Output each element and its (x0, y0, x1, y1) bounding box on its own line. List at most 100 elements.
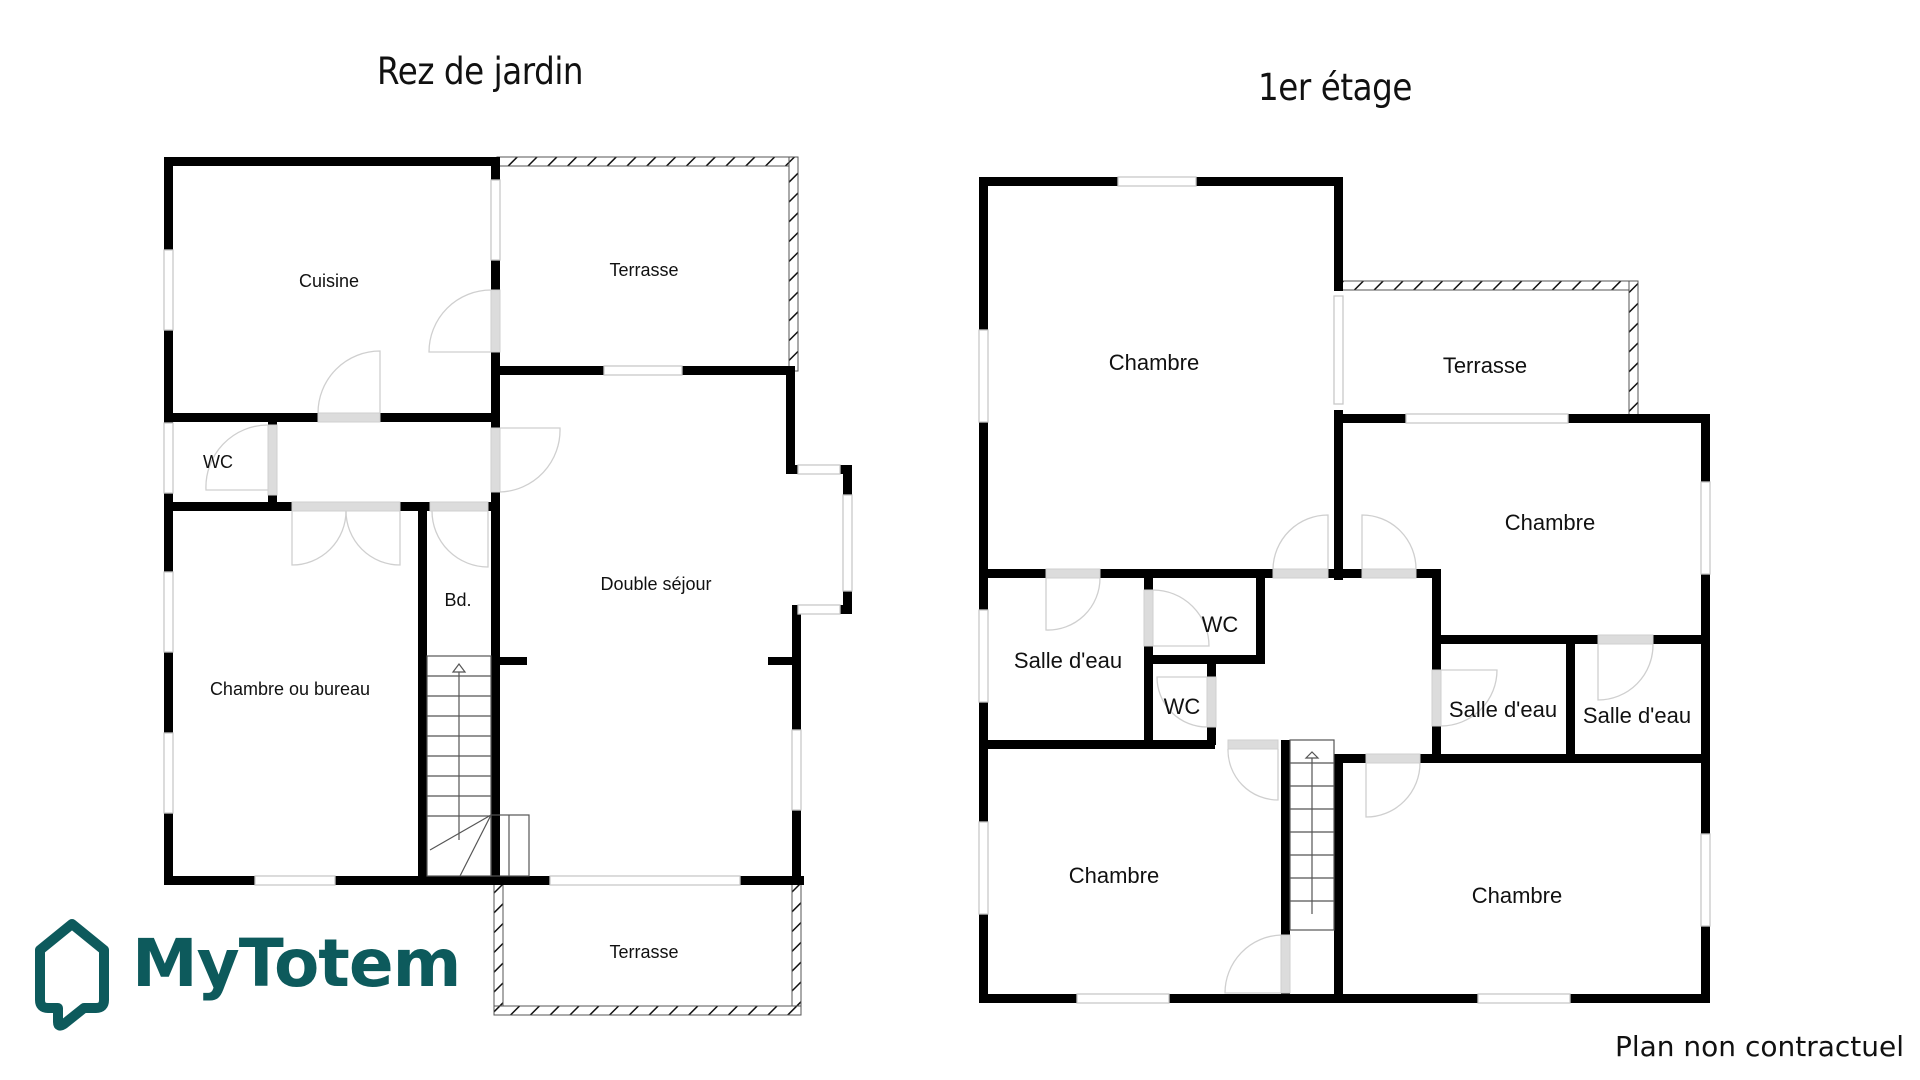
door (1045, 568, 1101, 579)
door-swing (1597, 643, 1654, 701)
door-swing (1045, 577, 1101, 631)
door (1272, 568, 1329, 579)
wall (164, 157, 173, 885)
door (1206, 676, 1217, 728)
door (1361, 568, 1417, 579)
room-label-chambre-nw: Chambre (1109, 350, 1199, 375)
ground-floor-title: Rez de jardin (377, 50, 584, 93)
room-label-chambre-se: Chambre (1472, 883, 1562, 908)
wall (979, 740, 1215, 749)
terrace-railing (496, 156, 796, 167)
door-swing (1156, 676, 1208, 728)
wall (979, 569, 1441, 578)
window (1117, 176, 1197, 187)
first-floor-title: 1er étage (1258, 66, 1412, 109)
window (1477, 993, 1571, 1004)
window (978, 821, 989, 915)
wall (768, 657, 798, 665)
staircase (426, 655, 530, 877)
window (978, 329, 989, 423)
door (1597, 634, 1654, 645)
wall (1334, 410, 1343, 580)
terrace-railing (493, 879, 504, 1016)
room-label-chambre-bureau: Chambre ou bureau (210, 679, 370, 699)
door-swing (428, 289, 492, 353)
room-label-wc-lower: WC (1164, 694, 1201, 719)
wall (1334, 177, 1343, 291)
window-sliding (549, 875, 741, 886)
window (254, 875, 336, 886)
door-swing (291, 510, 347, 566)
terrace-railing (1628, 280, 1639, 420)
room-label-salle-eau-mid: Salle d'eau (1449, 697, 1557, 722)
window (791, 729, 802, 811)
door (1227, 739, 1279, 750)
wall (979, 177, 988, 1003)
door-swing (317, 350, 381, 414)
room-label-bd: Bd. (444, 590, 471, 610)
room-label-salle-eau-w: Salle d'eau (1014, 648, 1122, 673)
wall (1432, 569, 1441, 639)
door-swing (1224, 934, 1282, 994)
door (490, 427, 501, 493)
terrace-railing (493, 1005, 802, 1016)
wall (1337, 754, 1710, 763)
room-label-wc-upper: WC (1202, 612, 1239, 637)
room-label-double-sejour: Double séjour (600, 574, 711, 594)
disclaimer-text: Plan non contractuel (1614, 1030, 1904, 1063)
window (603, 365, 683, 376)
door (1365, 753, 1421, 764)
double-door (291, 501, 401, 512)
room-label-terrasse-top: Terrasse (609, 260, 678, 280)
room-label-chambre-ne: Chambre (1505, 510, 1595, 535)
brand-logo: MyTotem (132, 925, 461, 1002)
door (1280, 934, 1291, 994)
terrace-railing (791, 879, 802, 1016)
door (267, 424, 278, 496)
staircase (1289, 739, 1335, 931)
door-swing (1272, 514, 1329, 570)
room-label-salle-eau-e: Salle d'eau (1583, 703, 1691, 728)
door-swing (1227, 748, 1279, 801)
door (429, 501, 489, 512)
wall (979, 994, 1710, 1003)
ground-floor-plan: Cuisine Terrasse WC Bd. Double séjour Ch… (163, 156, 853, 1016)
room-label-chambre-sw: Chambre (1069, 863, 1159, 888)
door (1143, 589, 1154, 647)
first-floor-plan: Chambre Terrasse Chambre Salle d'eau WC … (978, 176, 1711, 1004)
window (1076, 993, 1170, 1004)
window (1700, 833, 1711, 927)
window (842, 494, 853, 592)
window (797, 464, 841, 475)
room-label-terrasse-bottom: Terrasse (609, 942, 678, 962)
wall (1566, 639, 1575, 759)
wall (164, 157, 500, 166)
wall (1334, 754, 1343, 1003)
door-swing (345, 510, 401, 566)
house-speech-bubble-icon (35, 919, 109, 1031)
room-label-cuisine: Cuisine (299, 271, 359, 291)
window (978, 609, 989, 703)
window (163, 249, 174, 331)
window (1333, 295, 1344, 405)
door-swing (1152, 589, 1210, 647)
door (1431, 669, 1442, 727)
room-label-terrasse: Terrasse (1443, 353, 1527, 378)
window (1700, 481, 1711, 575)
door-swing (499, 427, 561, 493)
wall (1281, 740, 1290, 1003)
door-swing (1365, 762, 1421, 818)
window (797, 604, 841, 615)
wall (1701, 414, 1710, 1003)
door-swing (1361, 514, 1417, 570)
terrace-railing (788, 156, 799, 372)
door (490, 289, 501, 353)
door-swing (431, 510, 489, 568)
wall (491, 157, 500, 885)
wall (164, 876, 804, 885)
door-swing (1440, 669, 1498, 727)
window (163, 732, 174, 814)
door (317, 412, 381, 423)
window (163, 422, 174, 494)
wall (1144, 655, 1262, 664)
